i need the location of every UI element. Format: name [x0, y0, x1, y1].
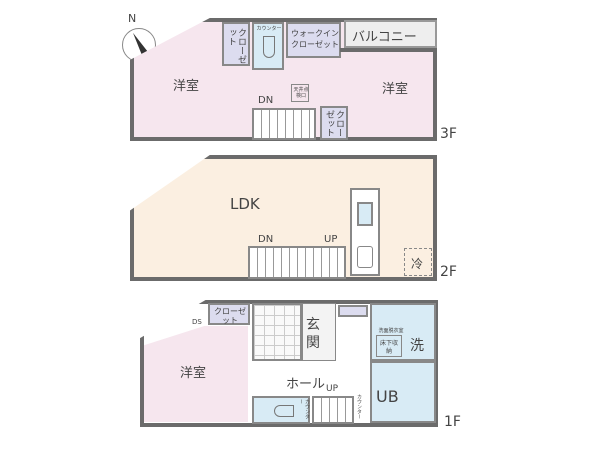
ldk-label: LDK: [230, 195, 260, 213]
closet-3f-bottom: クローゼット: [320, 106, 348, 140]
underfloor-storage: 床下収納: [376, 335, 402, 357]
room-1f-label: 洋室: [180, 366, 207, 381]
fridge: 冷: [404, 248, 432, 276]
toilet-icon: [274, 405, 294, 417]
room-3f-right-label: 洋室: [382, 82, 409, 97]
floor-label-3f: 3F: [440, 126, 457, 142]
floor-label-1f: 1F: [444, 414, 461, 430]
kitchen-counter: [350, 188, 380, 276]
toilet-1f: カウンター: [252, 396, 310, 424]
stove-icon: [357, 246, 373, 268]
counter-label: カウンター: [356, 394, 362, 419]
balcony: バルコニー: [344, 20, 437, 48]
compass-label: N: [128, 12, 137, 25]
closet-3f-left: クローゼット: [222, 22, 250, 66]
dn-label-3f: DN: [258, 95, 274, 106]
up-label-1f: UP: [326, 384, 339, 394]
entrance: 玄関: [302, 303, 336, 361]
sink-icon: [357, 202, 373, 226]
stairs-3f: [252, 108, 316, 140]
ds-label: DS: [192, 318, 202, 326]
washroom: 洗面脱衣室 床下収納 洗: [370, 303, 436, 361]
room-1f: [144, 326, 248, 422]
bathroom: UB: [370, 361, 436, 423]
closet-1f: クローゼット: [208, 303, 250, 325]
floor1-outline: [140, 300, 438, 427]
room-3f-left-label: 洋室: [173, 79, 200, 94]
shoe-storage: [338, 305, 368, 317]
toilet-3f: カウンター: [252, 22, 284, 70]
walkin-closet: ウォークインクローゼット: [286, 22, 341, 58]
toilet-icon: [263, 36, 275, 58]
floor-label-2f: 2F: [440, 264, 457, 280]
hatch: 天井点検口: [291, 84, 309, 102]
hall-label: ホール: [286, 377, 326, 392]
wall: [340, 48, 437, 52]
entrance-tile: [252, 303, 302, 361]
up-label-2f: UP: [324, 234, 338, 245]
stairs-1f: [312, 396, 354, 424]
floor2-outline: [130, 155, 437, 281]
stairs-2f: [248, 246, 346, 279]
dn-label-2f: DN: [258, 234, 274, 245]
